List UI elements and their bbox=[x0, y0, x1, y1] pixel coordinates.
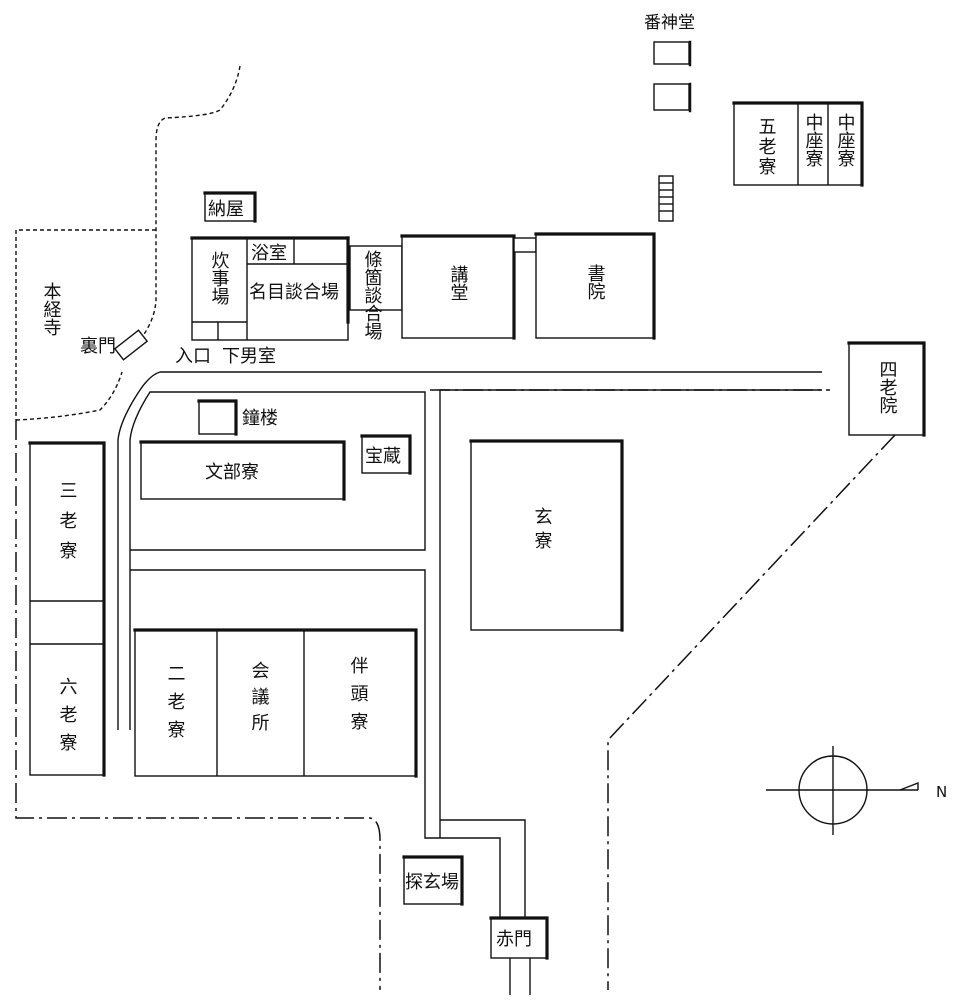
compass-icon bbox=[766, 746, 919, 835]
north-label: N bbox=[936, 783, 947, 801]
uramon-label: 裏門 bbox=[80, 336, 116, 357]
boundary-lines bbox=[15, 65, 896, 990]
jokan-label: 條箇談合場 bbox=[362, 250, 383, 341]
stairs-icon bbox=[658, 175, 674, 222]
sanrouryo-building bbox=[29, 442, 105, 776]
yokushitsu-label: 浴室 bbox=[251, 243, 287, 264]
roads bbox=[117, 371, 822, 995]
tangenba-label: 探玄場 bbox=[405, 872, 459, 893]
bunburyo-building bbox=[140, 441, 345, 500]
naya-label: 納屋 bbox=[208, 199, 244, 220]
bansindo-label: 番神堂 bbox=[644, 13, 695, 33]
houzou-label: 宝蔵 bbox=[365, 446, 401, 467]
uramon-gate bbox=[113, 329, 149, 361]
bansindo-annex bbox=[653, 83, 690, 111]
shoro-label: 鐘楼 bbox=[242, 408, 278, 429]
akamon-label: 赤門 bbox=[496, 929, 532, 950]
genanshitsu-label: 下男室 bbox=[222, 346, 276, 367]
kaigisho-label: 会議所 bbox=[249, 661, 270, 739]
akamon-gate bbox=[490, 917, 548, 959]
shirouin-label: 四老院 bbox=[877, 360, 898, 414]
south-hall-building bbox=[134, 629, 417, 777]
iriguchi-label: 入口 bbox=[175, 346, 211, 367]
suijiba-label: 炊事場 bbox=[209, 251, 230, 306]
jokan-building bbox=[349, 245, 403, 311]
honkyoji-label: 本経寺 bbox=[41, 282, 62, 336]
shoro-building bbox=[198, 400, 237, 435]
kitchen-complex bbox=[190, 236, 350, 341]
chuzaryo-label-1: 中座寮 bbox=[803, 113, 824, 168]
genryo-building bbox=[470, 440, 623, 631]
bunburyo-label: 文部寮 bbox=[205, 462, 259, 483]
chuzaryo-label-2: 中座寮 bbox=[835, 113, 856, 168]
bantouryo-label: 伴頭寮 bbox=[348, 656, 369, 740]
nirouryo-label: 二老寮 bbox=[165, 664, 186, 748]
sanrouryo-label: 三老寮 bbox=[57, 481, 78, 571]
meimoku-label: 名目談合場 bbox=[249, 282, 339, 303]
shoin-label: 書院 bbox=[585, 264, 606, 300]
gorouryo-label: 五老寮 bbox=[756, 117, 777, 177]
bansindo-building bbox=[653, 41, 690, 65]
shirouin-building bbox=[848, 342, 925, 436]
genryo-label: 玄寮 bbox=[532, 507, 553, 555]
rokurouryo-label: 六老寮 bbox=[57, 677, 78, 761]
shoin-building bbox=[535, 233, 655, 339]
kodo-label: 講堂 bbox=[448, 265, 469, 301]
